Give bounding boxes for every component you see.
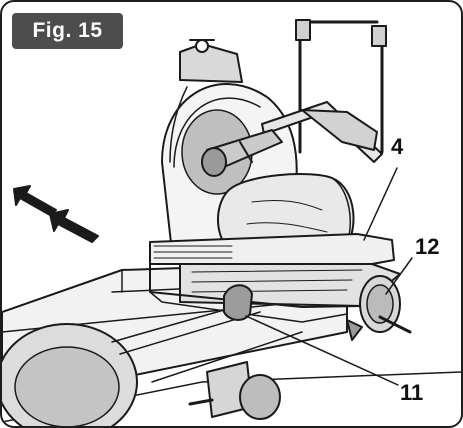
lower-knob [188, 361, 281, 420]
figure-label: Fig. 15 [12, 13, 123, 49]
callout-11: 11 [400, 380, 424, 405]
callout-12: 12 [415, 234, 440, 259]
pusher-arm [201, 101, 383, 177]
direction-arrows [13, 185, 99, 243]
callout-4: 4 [391, 134, 404, 159]
callout-leaders [245, 167, 413, 386]
hand-wheel [2, 323, 138, 426]
carriage-knob [223, 284, 253, 321]
pusher-frame [295, 19, 387, 154]
